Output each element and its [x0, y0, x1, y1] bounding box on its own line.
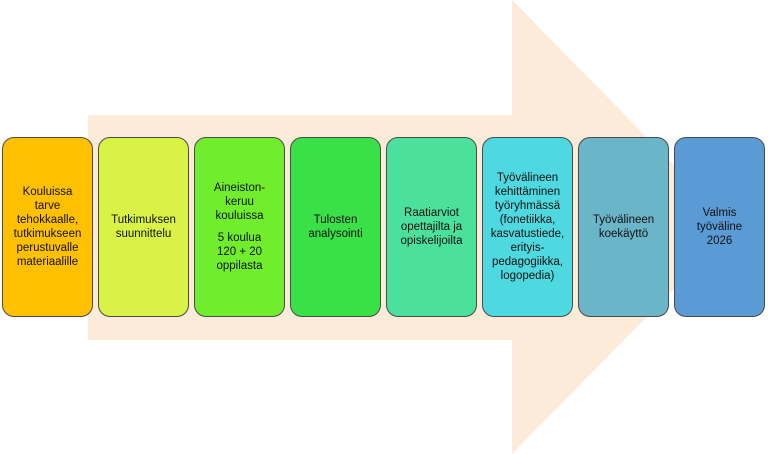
step-text-line: (fonetiikka,	[499, 214, 556, 226]
step-text-line: opettajilta ja	[400, 221, 463, 233]
step-5-panel-reviews: Raatiarviot opettajilta ja opiskelijoilta	[386, 137, 477, 317]
step-text-line: Työvälineen	[496, 172, 559, 184]
step-detail-line: 120 + 20	[216, 246, 263, 258]
step-detail-line: oppilasta	[216, 260, 263, 272]
step-text-line: Tutkimuksen	[111, 214, 176, 226]
step-text-line: kouluissa	[215, 210, 264, 222]
step-text-line: tarve	[34, 200, 61, 212]
step-text-line: tehokkaalle,	[16, 214, 79, 226]
step-7-trial-use: Työvälineen koekäyttö	[578, 137, 669, 317]
step-text-line: koekäyttö	[598, 228, 649, 240]
step-6-tool-development: Työvälineen kehittäminen työryhmässä (fonet…	[482, 137, 573, 317]
step-3-data-collection: Aineiston-keruu kouluissa 5 koulua 120 + 20…	[194, 137, 285, 317]
step-text-line: Valmis	[702, 207, 737, 219]
step-text-line: opiskelijoilta	[400, 235, 463, 247]
step-4-result-analysis: Tulosten analysointi	[290, 137, 381, 317]
step-text-line: tutkimukseen	[13, 228, 82, 240]
step-text-line: Tulosten	[313, 214, 358, 226]
step-text-line: suunnittelu	[115, 228, 172, 240]
step-8-ready-tool: Valmis työväline 2026	[674, 137, 765, 317]
step-text-line: Kouluissa	[22, 186, 73, 198]
step-text-line: perustuvalle	[16, 242, 79, 254]
step-text-line: analysointi	[308, 228, 363, 240]
step-text-line: kasvatustiede,	[490, 228, 565, 240]
step-text-line: Työvälineen	[592, 214, 655, 226]
step-text-line: pedagogiikka,	[492, 256, 563, 268]
step-detail-line: 5 koulua	[217, 232, 262, 244]
step-text-line: 2026	[706, 235, 733, 247]
step-1-school-need: Kouluissa tarve tehokkaalle, tutkimukseen pe…	[2, 137, 93, 317]
step-2-research-planning: Tutkimuksen suunnittelu	[98, 137, 189, 317]
step-text-line: Aineiston-	[213, 182, 266, 194]
step-text-line: työväline	[696, 221, 743, 233]
step-text-line: työryhmässä	[494, 200, 561, 212]
step-text-line: Raatiarviot	[404, 207, 459, 219]
step-text-line: keruu	[225, 196, 254, 208]
step-text-line: erityis-	[510, 242, 545, 254]
step-text-line: materiaalille	[16, 256, 79, 268]
step-text-line: logopedia)	[500, 270, 555, 282]
step-text-line: kehittäminen	[494, 186, 561, 198]
